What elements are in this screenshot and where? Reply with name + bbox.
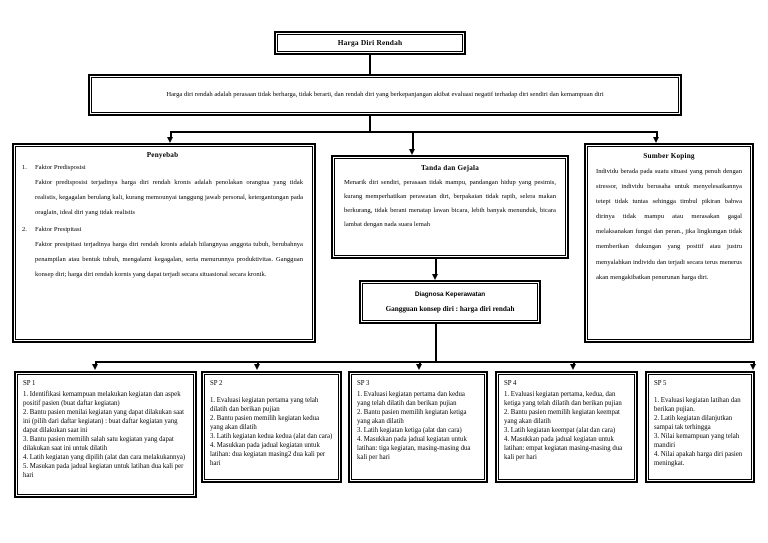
- connector-bus-to-sp5: [753, 361, 755, 365]
- connector-bus-to-sp1: [95, 361, 97, 365]
- node-tanda-dan-gejala[interactable]: Tanda dan Gejala Menarik diri sendiri, p…: [331, 155, 569, 259]
- sumber-koping-text: Individu berada pada suatu situasi yang …: [596, 167, 742, 281]
- sp-5-line-3: 3. Nilai kemampuan yang telah mandiri: [654, 433, 740, 450]
- arrow-sp1: [92, 364, 98, 370]
- sp-3-line-4: 4. Masukkan pada jadual kegiatan untuk l…: [357, 436, 471, 462]
- sp-1-line-4: 4. Latih kegiatan yang dipilih (alat dan…: [23, 454, 186, 462]
- sp-3-line-2: 2. Bantu pasien memilih kegiatan ketiga …: [357, 409, 467, 426]
- node-definition[interactable]: Harga diri rendah adalah perasaan tidak …: [88, 74, 682, 116]
- connector-diagnosa-drop: [435, 324, 437, 362]
- sp-1-label: SP 1: [23, 380, 36, 387]
- node-penyebab[interactable]: Penyebab 1. Faktor Predisposisi Faktor p…: [12, 143, 316, 343]
- sp-4-line-3: 3. Latih kegiatan keempat (alat dan cara…: [504, 427, 616, 435]
- sp-1-line-2: 2. Bantu pasien menilai kegiatan yang da…: [23, 409, 184, 435]
- diagnosa-main: Gangguan konsep diri : harga diri rendah: [385, 305, 515, 313]
- connector-sp-bus: [95, 361, 755, 363]
- sp-3-line-1: 1. Evaluasi kegiatan pertama dan kedua y…: [357, 391, 465, 408]
- penyebab-item-2-num: 2.: [22, 225, 27, 233]
- sp-4-line-1: 1. Evaluasi kegiatan pertama, kedua, dan…: [504, 391, 622, 408]
- sp-1-line-5: 5. Masukan pada jadual kegiatan untuk la…: [23, 463, 184, 480]
- node-diagnosa-keperawatan[interactable]: Diagnosa Keperawatan Gangguan konsep dir…: [359, 280, 541, 324]
- sp-4-line-2: 2. Bantu pasien memilih kegiatan keempat…: [504, 409, 620, 426]
- tanda-gejala-title: Tanda dan Gejala: [420, 164, 480, 172]
- sp-2-label: SP 2: [210, 380, 223, 387]
- connector-bus-to-sp3: [419, 361, 421, 365]
- penyebab-title: Penyebab: [146, 151, 179, 159]
- sp-2-line-3: 3. Latih kegiatan kedua kedua (alat dan …: [210, 433, 333, 441]
- node-sp-2[interactable]: SP 2 1. Evaluasi kegiatan pertama yang t…: [201, 371, 342, 483]
- connector-bus-to-sp4: [573, 361, 575, 365]
- node-sp-4[interactable]: SP 4 1. Evaluasi kegiatan pertama, kedua…: [495, 371, 638, 483]
- arrow-sp3: [416, 364, 422, 370]
- sp-5-label: SP 5: [654, 380, 667, 387]
- connector-bus-to-tanda: [412, 131, 414, 149]
- sp-1-line-1: 1. Identifikasi kemampuan melakukan kegi…: [23, 391, 181, 408]
- sp-3-label: SP 3: [357, 380, 370, 387]
- connector-definition-drop: [369, 116, 371, 132]
- node-sumber-koping[interactable]: Sumber Koping Individu berada pada suatu…: [584, 143, 754, 343]
- arrow-diagnosa: [432, 274, 438, 280]
- sp-2-line-2: 2. Bantu pasien memilih kegiatan kedua y…: [210, 415, 320, 432]
- arrow-sp5: [750, 364, 756, 370]
- node-sp-1[interactable]: SP 1 1. Identifikasi kemampuan melakukan…: [14, 371, 197, 498]
- penyebab-item-2-heading: Faktor Presipitasi: [35, 225, 82, 233]
- sp-5-line-2: 2. Latih kegiatan dilanjutkan sampai tak…: [654, 415, 733, 432]
- sp-2-line-1: 1. Evaluasi kegiatan pertama yang telah …: [210, 397, 319, 414]
- arrow-tanda-gejala: [409, 149, 415, 155]
- sumber-koping-title: Sumber Koping: [643, 152, 695, 160]
- connector-tanda-to-diagnosa: [435, 259, 437, 274]
- penyebab-list: 1. Faktor Predisposisi Faktor predisposi…: [22, 163, 303, 283]
- sp-4-label: SP 4: [504, 380, 517, 387]
- connector-root-to-definition: [369, 55, 371, 74]
- sp-4-line-4: 4. Masukkan pada jadual kegiatan untuk l…: [504, 436, 623, 462]
- list-item: 1. Faktor Predisposisi: [22, 163, 303, 174]
- arrow-sp2: [254, 364, 260, 370]
- sp-5-line-1: 1. Evaluasi kegiatan latihan dan berikan…: [654, 397, 741, 414]
- penyebab-item-2-body: Faktor presipitasi terjadinya harga diri…: [35, 241, 303, 278]
- arrow-sp4: [570, 364, 576, 370]
- list-item: 2. Faktor Presipitasi: [22, 225, 303, 236]
- sp-2-line-4: 4. Masukkan pada jadual kegiatan untuk l…: [210, 442, 326, 468]
- connector-bus-to-sumber: [656, 131, 658, 138]
- penyebab-item-1-body: Faktor predisposisi terjadinya harga dir…: [35, 179, 303, 216]
- penyebab-item-1-num: 1.: [22, 163, 27, 171]
- node-sp-5[interactable]: SP 5 1. Evaluasi kegiatan latihan dan be…: [645, 371, 755, 483]
- definition-text: Harga diri rendah adalah perasaan tidak …: [166, 91, 604, 99]
- root-title: Harga Diri Rendah: [337, 37, 403, 47]
- connector-bus-to-penyebab: [170, 131, 172, 138]
- sp-1-line-3: 3. Bantu pasien memilih salah satu kegia…: [23, 436, 174, 453]
- node-sp-3[interactable]: SP 3 1. Evaluasi kegiatan pertama dan ke…: [348, 371, 488, 483]
- connector-bus-to-sp2: [257, 361, 259, 365]
- arrow-sumber-koping: [653, 137, 659, 143]
- arrow-penyebab: [167, 137, 173, 143]
- diagnosa-heading: Diagnosa Keperawatan: [414, 291, 486, 298]
- penyebab-item-1-heading: Faktor Predisposisi: [35, 163, 86, 171]
- node-root-harga-diri-rendah[interactable]: Harga Diri Rendah: [274, 31, 466, 55]
- sp-3-line-3: 3. Latih kegiatan ketiga (alat dan cara): [357, 427, 462, 435]
- sp-5-line-4: 4. Nilai apakah harga diri pasien mening…: [654, 451, 743, 468]
- tanda-gejala-text: Menarik diri sendiri, perasaan tidak mam…: [344, 178, 556, 229]
